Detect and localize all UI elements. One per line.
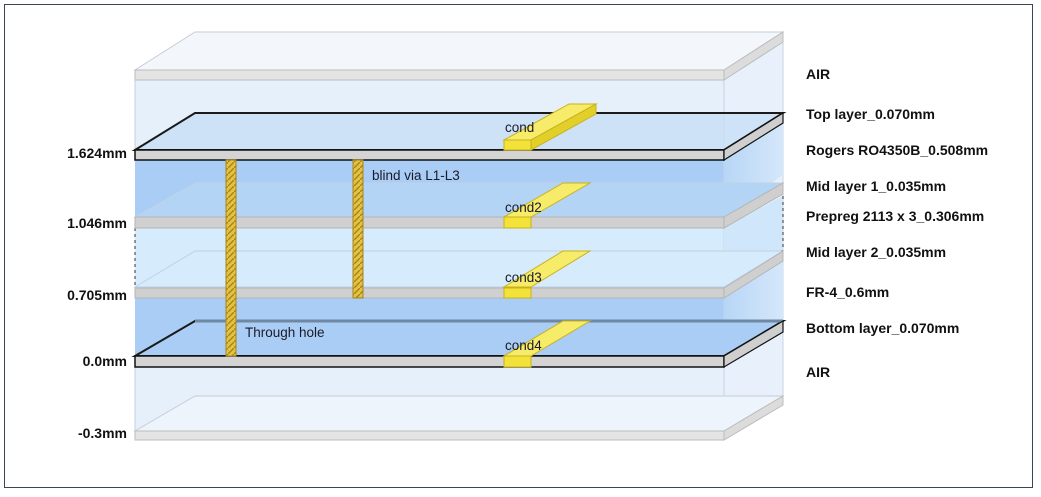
- layer-label-mid-layer-1: Mid layer 1_0.035mm: [806, 178, 946, 194]
- height-label-1046: 1.046mm: [67, 215, 127, 231]
- air-top-face: [133, 31, 785, 81]
- conductor-label-top: cond: [505, 120, 534, 135]
- stack-side-face: [723, 37, 784, 439]
- layer-label-mid-layer-2: Mid layer 2_0.035mm: [806, 244, 946, 260]
- height-label-0: 0.0mm: [83, 353, 127, 369]
- diagram-frame: [4, 4, 1033, 488]
- conductor-label-mid-2: cond3: [505, 270, 542, 285]
- conductor-top: [502, 103, 598, 151]
- layer-label-top-layer: Top layer_0.070mm: [806, 106, 935, 122]
- air-bottom-face: [133, 395, 785, 441]
- top-layer-plane: [131, 111, 787, 162]
- height-label-0705: 0.705mm: [67, 287, 127, 303]
- layer-label-air-bottom: AIR: [806, 364, 830, 380]
- height-label-neg03: -0.3mm: [78, 425, 127, 441]
- conductor-mid-2: [502, 250, 592, 299]
- bottom-layer-plane: [131, 319, 787, 369]
- conductor-label-mid-1: cond2: [505, 200, 542, 215]
- blind-via-label: blind via L1-L3: [372, 168, 460, 183]
- conductor-bottom: [502, 320, 592, 368]
- layer-label-fr4: FR-4_0.6mm: [806, 284, 889, 300]
- layer-label-rogers: Rogers RO4350B_0.508mm: [806, 142, 988, 158]
- through-hole-via: [225, 159, 237, 357]
- layer-label-air-top: AIR: [806, 66, 830, 82]
- conductor-mid-1: [502, 182, 592, 229]
- mid-layer-2-plane: [133, 250, 785, 299]
- height-label-1624: 1.624mm: [67, 145, 127, 161]
- layer-label-bottom-layer: Bottom layer_0.070mm: [806, 320, 959, 336]
- conductor-label-bottom: cond4: [505, 338, 542, 353]
- blind-via: [352, 159, 364, 299]
- layer-label-prepreg: Prepreg 2113 x 3_0.306mm: [806, 208, 984, 224]
- through-hole-label: Through hole: [245, 325, 325, 340]
